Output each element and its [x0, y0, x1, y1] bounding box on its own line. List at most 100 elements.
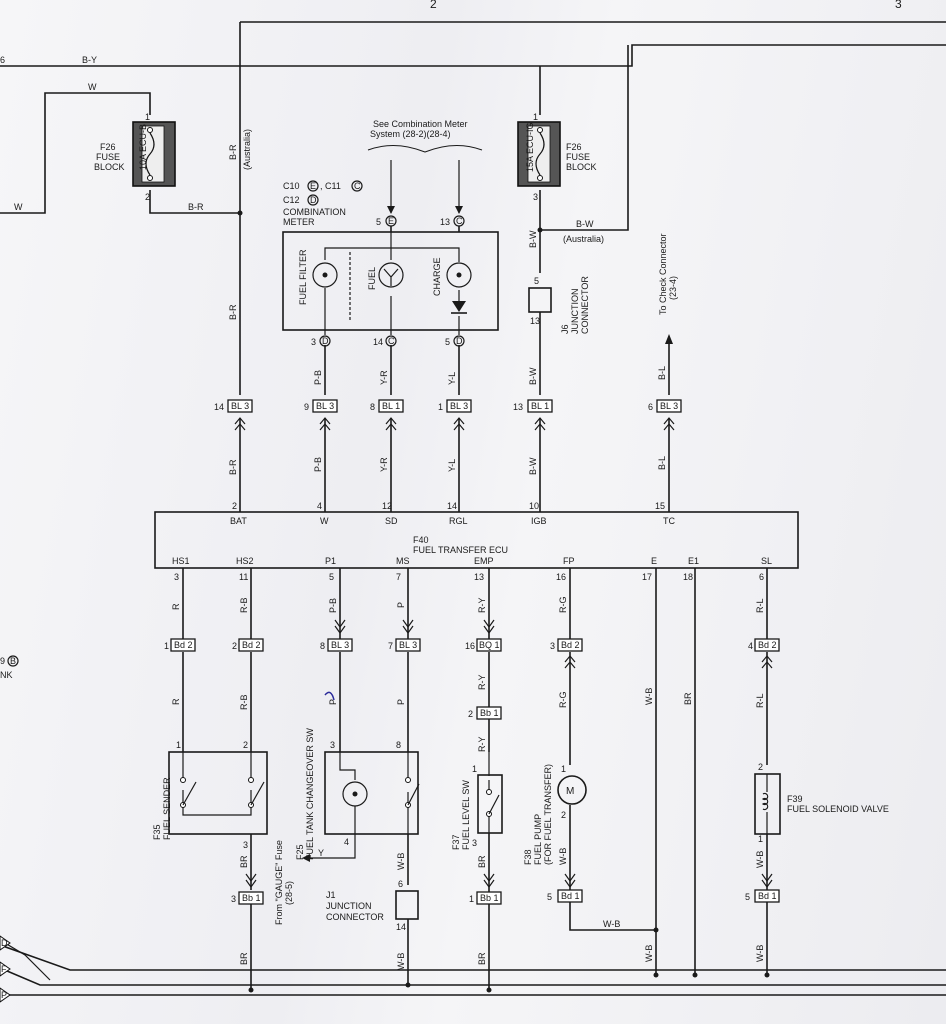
- fuse-right-name2: FUSE: [566, 152, 590, 162]
- changeover-name2: FUEL TANK CHANGEOVER SW: [305, 728, 315, 860]
- motor-icon: [557, 775, 587, 805]
- wire-label-b-y: B-Y: [82, 55, 97, 65]
- wire-label-br-bottom-2: BR: [477, 952, 487, 965]
- solenoid-name1: F39: [787, 794, 803, 804]
- wire-label-b-r-lower: B-R: [228, 459, 238, 475]
- wire-label-w-top: W: [88, 82, 97, 92]
- j1-name2: JUNCTION: [326, 901, 372, 911]
- meter-name1: COMBINATION: [283, 207, 346, 217]
- bd-conn-label-4: BL 3: [399, 640, 417, 650]
- check-connector-line1: To Check Connector: [658, 233, 668, 315]
- wire-label-r-b-1: R-B: [239, 598, 249, 614]
- sheet-number-3: 3: [895, 0, 902, 11]
- ecu-bot-label-7: E: [651, 556, 657, 566]
- wire-label-p-3: P: [396, 699, 406, 705]
- bd-conn-label-3: BL 3: [331, 640, 349, 650]
- bl-conn-pin-1: 14: [214, 402, 224, 412]
- bd-conn-label-5: BQ 1: [479, 640, 500, 650]
- wire-label-r-l-2: R-L: [755, 693, 765, 708]
- wire-label-r-y-3: R-Y: [477, 737, 487, 753]
- j6-name1: J6: [560, 324, 570, 334]
- wire-label-p-1: P: [396, 602, 406, 608]
- bb1-mid-connector: [476, 706, 502, 720]
- fuel-filter-gauge-icon: [312, 262, 338, 288]
- ecu-top-pin-3: 12: [382, 501, 392, 511]
- sender-name2: FUEL SENDER: [162, 777, 172, 840]
- changeover-y: Y: [318, 848, 324, 858]
- j6-pin13: 13: [530, 316, 540, 326]
- meter-pin-out2-c: C: [388, 336, 395, 346]
- wire-label-b-r-fuse: B-R: [188, 202, 204, 212]
- ground-markers: D F P: [0, 935, 11, 1003]
- ecu-name2: FUEL TRANSFER ECU: [413, 545, 508, 555]
- j6-name3: CONNECTOR: [580, 276, 590, 334]
- check-connector-arrow: [665, 334, 673, 344]
- changeover-pin4: 4: [344, 837, 349, 847]
- level-name2: FUEL LEVEL SW: [461, 780, 471, 850]
- check-connector-line2: (23-4): [668, 276, 678, 300]
- fuel-tank-changeover-switch: 3 8 4 Y F25 FUEL TANK CHANGEOVER SW From…: [274, 728, 420, 925]
- wire-label-b-l-lower: B-L: [657, 456, 667, 470]
- bl-conn-pin-5: 13: [513, 402, 523, 412]
- australia-note-right: (Australia): [563, 234, 604, 244]
- bd-conn-pin-4: 7: [388, 641, 393, 651]
- level-name1: F37: [451, 834, 461, 850]
- ecu-bot-pin-7: 17: [642, 572, 652, 582]
- bd-conn-label-7: Bd 2: [758, 640, 777, 650]
- meter-name2: METER: [283, 217, 315, 227]
- left-edge-6: 6: [0, 55, 5, 65]
- wire-label-w-b-e: W-B: [644, 688, 654, 705]
- pump-pin2: 2: [561, 810, 566, 820]
- bd-connector-row: 1 Bd 2 2 Bd 2 8 BL 3 7 BL 3 16 BQ 1 3 Bd…: [164, 638, 780, 652]
- charge-gauge-icon: [446, 262, 472, 288]
- bl-conn-pin-2: 9: [304, 402, 309, 412]
- solenoid-name2: FUEL SOLENOID VALVE: [787, 804, 889, 814]
- wire-label-b-r-mid: B-R: [228, 304, 238, 320]
- pump-name2: FUEL PUMP: [533, 814, 543, 865]
- ecu-top-pin-1: 2: [232, 501, 237, 511]
- wire-label-r-g-1: R-G: [558, 597, 568, 614]
- ecu-top-pin-5: 10: [529, 501, 539, 511]
- j1-junction-connector: 6 14 J1 JUNCTION CONNECTOR: [326, 879, 419, 932]
- ecu-top-pin-2: 4: [317, 501, 322, 511]
- pump-pin1: 1: [561, 764, 566, 774]
- wire-label-p-b-upper: P-B: [313, 370, 323, 385]
- fuse-left-label: 10A ECU-B: [138, 124, 148, 170]
- meter-pin-out1: 3: [311, 337, 316, 347]
- see-meter-line2: System (28-2)(28-4): [370, 129, 451, 139]
- level-chevrons: [245, 873, 773, 889]
- meter-c11-circle: C: [354, 181, 361, 191]
- ecu-top-label-4: RGL: [449, 516, 468, 526]
- fuse-left-name1: F26: [100, 142, 116, 152]
- meter-c11: , C11: [320, 181, 341, 191]
- meter-pin-in1: 5: [376, 217, 381, 227]
- bd-conn-pin-3: 8: [320, 641, 325, 651]
- lower-wires: [182, 568, 768, 975]
- left-edge-9: 9: [0, 656, 5, 666]
- wire-label-br-sender: BR: [239, 855, 249, 868]
- charge-diode-icon: [452, 301, 466, 312]
- wire-label-b-w-australia: B-W: [576, 219, 594, 229]
- meter-pin-out2: 14: [373, 337, 383, 347]
- sender-name1: F35: [152, 824, 162, 840]
- ground-letter-d: D: [1, 938, 8, 948]
- fuse-right-name3: BLOCK: [566, 162, 597, 172]
- connector-chevrons-upper: [234, 417, 675, 431]
- wire-label-y-r-upper: Y-R: [379, 370, 389, 385]
- meter-c12-circle: D: [310, 195, 317, 205]
- wire-label-b-w-top: B-W: [528, 230, 538, 248]
- bd-conn-pin-1: 1: [164, 641, 169, 651]
- level-pin1: 1: [472, 764, 477, 774]
- combination-meter: C10 E , C11 C C12 D COMBINATION METER 5 …: [282, 180, 499, 347]
- hand-mark-icon: [324, 691, 335, 701]
- wire-label-r-b-2: R-B: [239, 695, 249, 711]
- ecu-top-pin-6: 15: [655, 501, 665, 511]
- j6-pin5: 5: [534, 276, 539, 286]
- pump-name3: (FOR FUEL TRANSFER): [543, 764, 553, 865]
- sender-pin1: 1: [176, 740, 181, 750]
- meter-pin-out3: 5: [445, 337, 450, 347]
- sender-pin2: 2: [243, 740, 248, 750]
- wire-label-b-w-lower: B-W: [528, 457, 538, 475]
- splice-b-w: [537, 227, 543, 233]
